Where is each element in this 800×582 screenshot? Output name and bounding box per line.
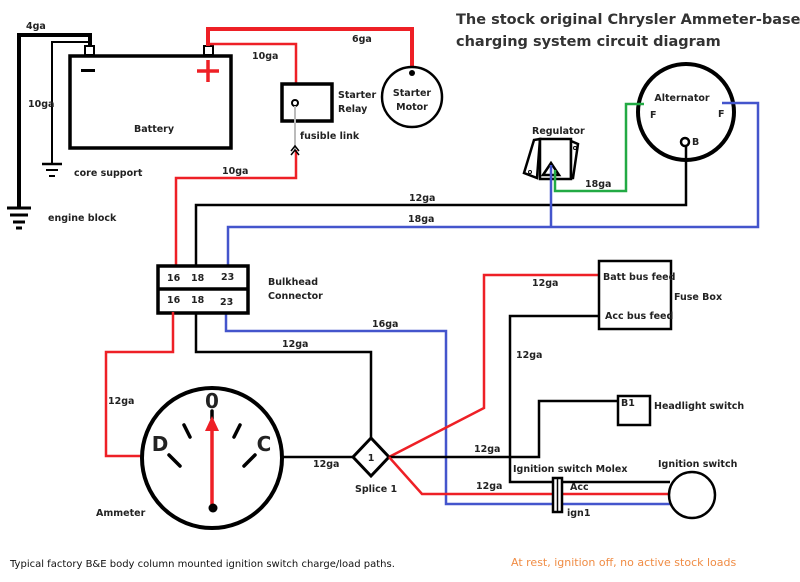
splice-headlight-wire bbox=[389, 399, 618, 459]
ammeter-discharge-label: D bbox=[152, 432, 169, 456]
bulkhead-ign-wire bbox=[224, 312, 555, 506]
starter-relay-label-1: Starter bbox=[338, 90, 376, 101]
ignition-switch bbox=[667, 470, 717, 520]
core-support-label: core support bbox=[74, 168, 143, 179]
bulkhead-connector bbox=[156, 264, 250, 315]
bulkhead-label-2: Connector bbox=[268, 291, 323, 302]
alternator-label: Alternator bbox=[654, 93, 710, 104]
relay-terminal-icon bbox=[291, 99, 299, 107]
footer-caption: Typical factory B&E body column mounted … bbox=[9, 559, 395, 570]
state-note: At rest, ignition off, no active stock l… bbox=[511, 556, 736, 569]
battery-negative-icon bbox=[81, 69, 95, 72]
splice-label: Splice 1 bbox=[355, 484, 397, 495]
regulator-field-wire bbox=[553, 102, 644, 193]
starter-relay bbox=[280, 82, 334, 123]
fusebox-batt-wire bbox=[388, 273, 600, 459]
bulkhead-label-1: Bulkhead bbox=[268, 277, 318, 288]
bulkhead-pin-bottom-3: 23 bbox=[220, 297, 233, 308]
gauge-label-12ga-fusebox-batt: 12ga bbox=[532, 278, 558, 289]
title-line-1: The stock original Chrysler Ammeter-base… bbox=[456, 12, 800, 28]
core-support-ground-icon bbox=[42, 162, 62, 177]
title-line-2: charging system circuit diagram bbox=[456, 34, 721, 50]
bulkhead-pin-top-1: 16 bbox=[167, 273, 181, 284]
alternator-output-wire bbox=[194, 146, 688, 266]
gauge-label-12ga-headlight: 12ga bbox=[474, 444, 500, 455]
ignition-switch-label: Ignition switch bbox=[658, 459, 738, 470]
fusible-link-label: fusible link bbox=[300, 131, 360, 142]
alternator-field-wire bbox=[226, 101, 760, 266]
headlight-switch-label: Headlight switch bbox=[654, 401, 744, 412]
bulkhead-pin-bottom-2: 18 bbox=[191, 295, 205, 306]
ignition-ign1-label: ign1 bbox=[567, 508, 590, 519]
fuse-box bbox=[597, 259, 673, 331]
fuse-box-acc-feed-label: Acc bus feed bbox=[605, 311, 673, 322]
splice-ignition-wire bbox=[388, 456, 670, 496]
fusible-link-chevron-icon bbox=[290, 144, 300, 156]
bulkhead-pin-top-2: 18 bbox=[191, 273, 205, 284]
regulator-screw-icon bbox=[573, 146, 577, 150]
gauge-label-10ga-fusible: 10ga bbox=[222, 166, 248, 177]
fusebox-acc-wire bbox=[508, 314, 670, 484]
starter-motor-cable bbox=[206, 27, 414, 72]
starter-motor-label-2: Motor bbox=[396, 102, 428, 113]
starter-motor-terminal-icon bbox=[409, 70, 415, 76]
bulkhead-pin-top-3: 23 bbox=[221, 272, 234, 283]
core-ground-wire bbox=[51, 41, 90, 164]
regulator-label: Regulator bbox=[532, 126, 585, 137]
starter-relay-label-2: Relay bbox=[338, 104, 368, 115]
battery-label: Battery bbox=[134, 124, 175, 135]
alternator-field-left-label: F bbox=[650, 110, 657, 121]
bulkhead-pin-bottom-1: 16 bbox=[167, 295, 181, 306]
fusible-out-wire bbox=[174, 150, 298, 266]
gauge-label-10ga-core: 10ga bbox=[28, 99, 54, 110]
battery-positive-icon bbox=[197, 60, 219, 82]
gauge-label-12ga-ammeter-bulkhead: 12ga bbox=[108, 396, 134, 407]
ammeter-label: Ammeter bbox=[96, 508, 146, 519]
gauge-label-12ga-alt: 12ga bbox=[409, 193, 435, 204]
engine-ground-wire bbox=[17, 33, 92, 207]
ignition-molex-label: Ignition switch Molex bbox=[513, 464, 628, 475]
splice-1 bbox=[350, 435, 392, 479]
regulator-screw-icon bbox=[528, 170, 532, 174]
starter-motor-label-1: Starter bbox=[393, 88, 431, 99]
ammeter-charge-label: C bbox=[257, 432, 272, 456]
gauge-label-18ga-reg: 18ga bbox=[585, 179, 611, 190]
ignition-acc-label: Acc bbox=[570, 482, 589, 493]
ammeter-zero-label: 0 bbox=[205, 389, 219, 413]
gauge-label-10ga-relay: 10ga bbox=[252, 51, 278, 62]
fuse-box-label: Fuse Box bbox=[674, 292, 722, 303]
splice-number: 1 bbox=[368, 453, 375, 464]
gauge-label-12ga-ammeter-splice: 12ga bbox=[313, 459, 339, 470]
bulkhead-splice-wire bbox=[194, 312, 373, 438]
gauge-label-4ga: 4ga bbox=[26, 21, 46, 32]
gauge-label-12ga-ignition: 12ga bbox=[476, 481, 502, 492]
gauge-label-12ga-bulkhead-splice: 12ga bbox=[282, 339, 308, 350]
alternator-b-label: B bbox=[692, 137, 699, 148]
alternator-field-right-label: F bbox=[718, 109, 725, 120]
engine-block-label: engine block bbox=[48, 213, 117, 224]
headlight-switch-terminal-label: B1 bbox=[621, 398, 635, 409]
gauge-label-18ga-field: 18ga bbox=[408, 214, 434, 225]
field-wires bbox=[224, 101, 760, 506]
ammeter-needle bbox=[205, 416, 219, 513]
alternator-b-terminal-icon bbox=[679, 136, 691, 148]
starter-motor bbox=[380, 65, 444, 129]
engine-block-ground-icon bbox=[7, 206, 31, 230]
headlight-switch bbox=[616, 394, 652, 427]
gauge-label-16ga: 16ga bbox=[372, 319, 398, 330]
gauge-label-6ga: 6ga bbox=[352, 34, 372, 45]
gauge-label-12ga-fusebox-acc: 12ga bbox=[516, 350, 542, 361]
fuse-box-batt-feed-label: Batt bus feed bbox=[603, 272, 675, 283]
ground-wires bbox=[17, 33, 92, 207]
ammeter-bulkhead-wire bbox=[104, 312, 175, 458]
